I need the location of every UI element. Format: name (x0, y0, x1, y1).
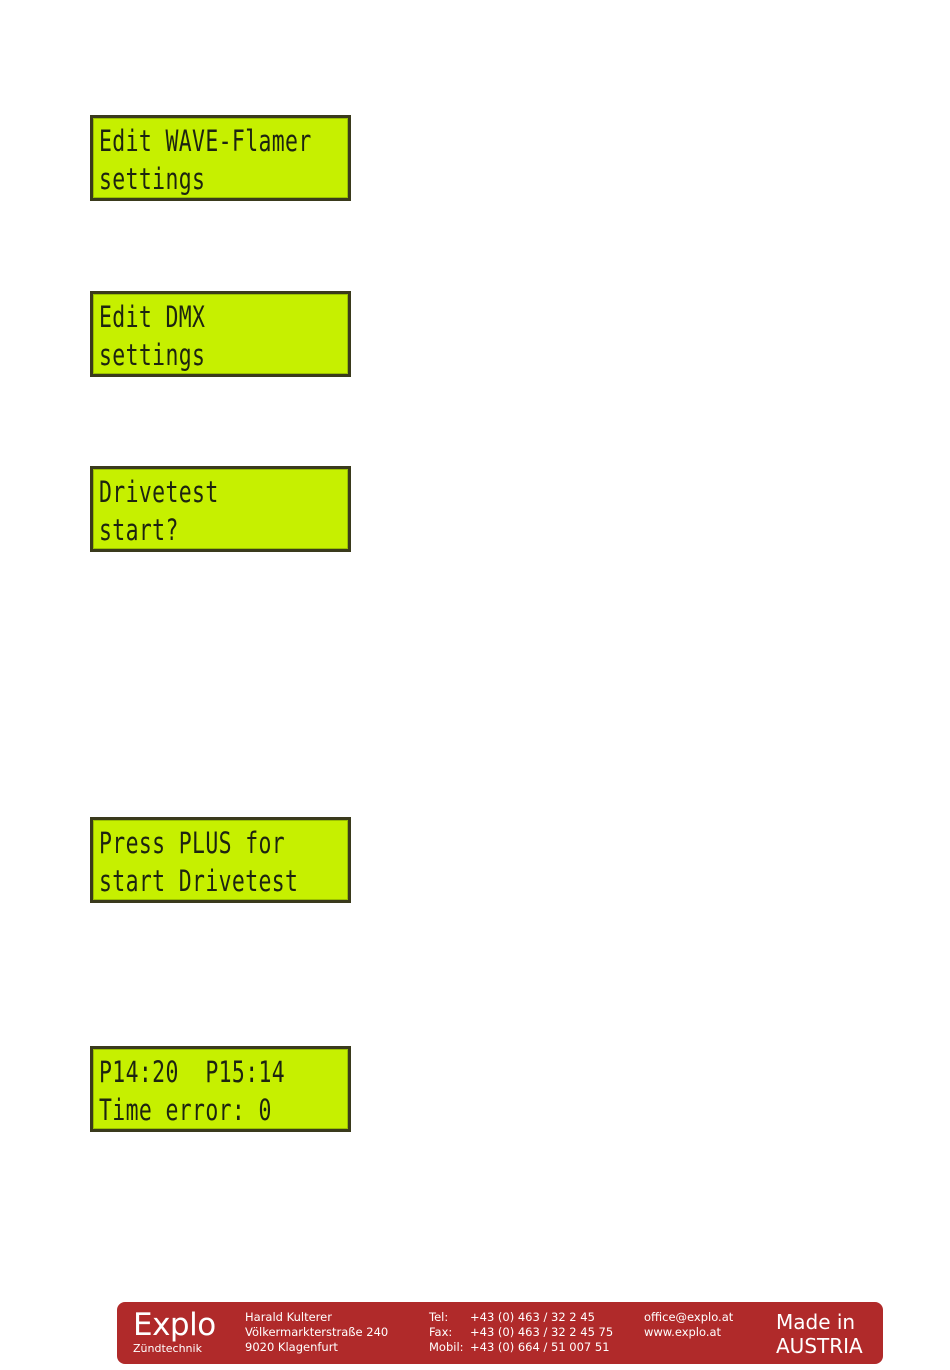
address-city: 9020 Klagenfurt (245, 1340, 338, 1354)
phone-tel: Tel: +43 (0) 463 / 32 2 45 (429, 1310, 613, 1325)
lcd-display-drivetest-start: Drivetest start? (90, 466, 351, 552)
lcd-line-1: P14:20 P15:14 (99, 1055, 286, 1089)
address-block: Harald Kulterer Völkermarkterstraße 240 … (245, 1310, 388, 1355)
address-name: Harald Kulterer (245, 1310, 332, 1324)
phone-mobil: Mobil: +43 (0) 664 / 51 007 51 (429, 1340, 613, 1355)
lcd-screen: Edit WAVE-Flamer settings (93, 118, 348, 198)
made-in-line2: AUSTRIA (776, 1334, 863, 1358)
phone-mobil-label: Mobil: (429, 1340, 464, 1354)
contact-web-block: office@explo.at www.explo.at (644, 1310, 733, 1340)
brand-logo: Explo (133, 1307, 216, 1343)
lcd-line-2: settings (99, 162, 206, 196)
phone-tel-label: Tel: (429, 1310, 449, 1324)
made-in-line1: Made in (776, 1310, 856, 1334)
address-street: Völkermarkterstraße 240 (245, 1325, 389, 1339)
lcd-line-1: Drivetest (99, 475, 219, 509)
phone-fax-label: Fax: (429, 1325, 453, 1339)
phone-fax: Fax: +43 (0) 463 / 32 2 45 75 (429, 1325, 613, 1340)
company-footer: Explo Zündtechnik Harald Kulterer Völker… (117, 1302, 883, 1364)
phone-mobil-value: +43 (0) 664 / 51 007 51 (470, 1340, 610, 1354)
lcd-display-dmx-settings: Edit DMX settings (90, 291, 351, 377)
lcd-screen: P14:20 P15:14 Time error: 0 (93, 1049, 348, 1129)
lcd-screen: Edit DMX settings (93, 294, 348, 374)
brand-subtitle: Zündtechnik (133, 1342, 202, 1355)
lcd-line-1: Edit WAVE-Flamer (99, 124, 312, 158)
lcd-display-time-error: P14:20 P15:14 Time error: 0 (90, 1046, 351, 1132)
lcd-display-wave-flamer-settings: Edit WAVE-Flamer settings (90, 115, 351, 201)
made-in-austria: Made in AUSTRIA (776, 1310, 863, 1358)
lcd-line-2: start Drivetest (99, 864, 299, 898)
lcd-screen: Drivetest start? (93, 469, 348, 549)
phone-fax-value: +43 (0) 463 / 32 2 45 75 (470, 1325, 614, 1339)
lcd-line-2: Time error: 0 (99, 1093, 272, 1127)
lcd-line-1: Press PLUS for (99, 826, 286, 860)
lcd-line-1: Edit DMX (99, 300, 206, 334)
lcd-line-2: settings (99, 338, 206, 372)
lcd-display-press-plus: Press PLUS for start Drivetest (90, 817, 351, 903)
lcd-line-2: start? (99, 513, 179, 547)
lcd-screen: Press PLUS for start Drivetest (93, 820, 348, 900)
email-link[interactable]: office@explo.at (644, 1310, 734, 1324)
phone-tel-value: +43 (0) 463 / 32 2 45 (470, 1310, 595, 1324)
phone-block: Tel: +43 (0) 463 / 32 2 45 Fax: +43 (0) 46… (429, 1310, 613, 1355)
website-link[interactable]: www.explo.at (644, 1325, 722, 1339)
